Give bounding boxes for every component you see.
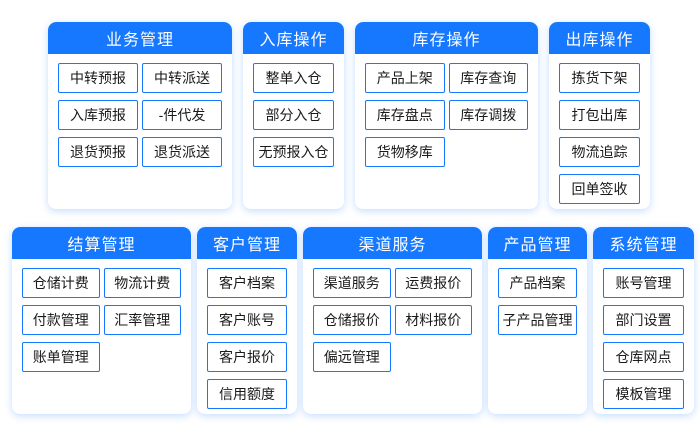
module-title: 入库操作 <box>243 22 344 54</box>
menu-item-button[interactable]: 打包出库 <box>559 100 640 130</box>
module-item-list: 产品档案子产品管理 <box>488 259 587 344</box>
menu-item-button[interactable]: 运费报价 <box>394 268 472 298</box>
menu-item-button[interactable]: 仓库网点 <box>603 342 684 372</box>
module-item-list: 渠道服务运费报价仓储报价材料报价偏远管理 <box>303 259 482 381</box>
menu-item-button[interactable]: 汇率管理 <box>103 305 181 335</box>
module-card-system-management: 系统管理账号管理部门设置仓库网点模板管理 <box>593 227 694 414</box>
menu-item-button[interactable]: 回单签收 <box>559 174 640 204</box>
menu-item-button[interactable]: 仓储计费 <box>22 268 100 298</box>
module-card-settlement-management: 结算管理仓储计费物流计费付款管理汇率管理账单管理 <box>12 227 191 414</box>
module-item-list: 整单入仓部分入仓无预报入仓 <box>243 54 344 176</box>
module-title: 结算管理 <box>12 227 191 259</box>
menu-item-button[interactable]: -件代发 <box>142 100 222 130</box>
module-title: 出库操作 <box>549 22 650 54</box>
module-card-inventory-operations: 库存操作产品上架库存查询库存盘点库存调拨货物移库 <box>355 22 538 209</box>
menu-item-button[interactable]: 渠道服务 <box>313 268 391 298</box>
panel-row: 业务管理中转预报中转派送入库预报-件代发退货预报退货派送入库操作整单入仓部分入仓… <box>48 22 700 209</box>
module-item-list: 账号管理部门设置仓库网点模板管理 <box>593 259 694 414</box>
menu-item-button[interactable]: 付款管理 <box>22 305 100 335</box>
menu-item-button[interactable]: 账单管理 <box>22 342 100 372</box>
menu-item-button[interactable]: 客户报价 <box>207 342 287 372</box>
module-item-list: 中转预报中转派送入库预报-件代发退货预报退货派送 <box>48 54 232 176</box>
menu-item-button[interactable]: 中转预报 <box>58 63 138 93</box>
module-title: 库存操作 <box>355 22 538 54</box>
menu-item-button[interactable]: 账号管理 <box>603 268 684 298</box>
menu-item-button[interactable]: 库存盘点 <box>365 100 445 130</box>
menu-item-button[interactable]: 整单入仓 <box>253 63 334 93</box>
module-navigation-board: 业务管理中转预报中转派送入库预报-件代发退货预报退货派送入库操作整单入仓部分入仓… <box>0 22 700 440</box>
module-item-list: 仓储计费物流计费付款管理汇率管理账单管理 <box>12 259 191 381</box>
menu-item-button[interactable]: 客户档案 <box>207 268 287 298</box>
menu-item-button[interactable]: 退货派送 <box>142 137 222 167</box>
menu-item-button[interactable]: 材料报价 <box>394 305 472 335</box>
module-card-customer-management: 客户管理客户档案客户账号客户报价信用额度 <box>197 227 297 414</box>
module-title: 产品管理 <box>488 227 587 259</box>
module-card-product-management: 产品管理产品档案子产品管理 <box>488 227 587 414</box>
module-card-business-management: 业务管理中转预报中转派送入库预报-件代发退货预报退货派送 <box>48 22 232 209</box>
menu-item-button[interactable]: 无预报入仓 <box>253 137 334 167</box>
module-title: 渠道服务 <box>303 227 482 259</box>
menu-item-button[interactable]: 部分入仓 <box>253 100 334 130</box>
module-card-inbound-operations: 入库操作整单入仓部分入仓无预报入仓 <box>243 22 344 209</box>
panel-row: 结算管理仓储计费物流计费付款管理汇率管理账单管理客户管理客户档案客户账号客户报价… <box>12 227 700 414</box>
module-item-list: 客户档案客户账号客户报价信用额度 <box>197 259 297 414</box>
menu-item-button[interactable]: 入库预报 <box>58 100 138 130</box>
menu-item-button[interactable]: 偏远管理 <box>313 342 391 372</box>
menu-item-button[interactable]: 子产品管理 <box>498 305 577 335</box>
module-card-outbound-operations: 出库操作拣货下架打包出库物流追踪回单签收 <box>549 22 650 209</box>
menu-item-button[interactable]: 部门设置 <box>603 305 684 335</box>
menu-item-button[interactable]: 物流追踪 <box>559 137 640 167</box>
menu-item-button[interactable]: 物流计费 <box>103 268 181 298</box>
menu-item-button[interactable]: 退货预报 <box>58 137 138 167</box>
menu-item-button[interactable]: 中转派送 <box>142 63 222 93</box>
menu-item-button[interactable]: 货物移库 <box>365 137 445 167</box>
module-title: 客户管理 <box>197 227 297 259</box>
menu-item-button[interactable]: 模板管理 <box>603 379 684 409</box>
module-item-list: 产品上架库存查询库存盘点库存调拨货物移库 <box>355 54 538 176</box>
menu-item-button[interactable]: 客户账号 <box>207 305 287 335</box>
module-card-channel-services: 渠道服务渠道服务运费报价仓储报价材料报价偏远管理 <box>303 227 482 414</box>
module-item-list: 拣货下架打包出库物流追踪回单签收 <box>549 54 650 209</box>
menu-item-button[interactable]: 信用额度 <box>207 379 287 409</box>
menu-item-button[interactable]: 产品档案 <box>498 268 577 298</box>
menu-item-button[interactable]: 库存调拨 <box>448 100 528 130</box>
menu-item-button[interactable]: 拣货下架 <box>559 63 640 93</box>
module-title: 系统管理 <box>593 227 694 259</box>
menu-item-button[interactable]: 仓储报价 <box>313 305 391 335</box>
menu-item-button[interactable]: 产品上架 <box>365 63 445 93</box>
module-title: 业务管理 <box>48 22 232 54</box>
menu-item-button[interactable]: 库存查询 <box>448 63 528 93</box>
